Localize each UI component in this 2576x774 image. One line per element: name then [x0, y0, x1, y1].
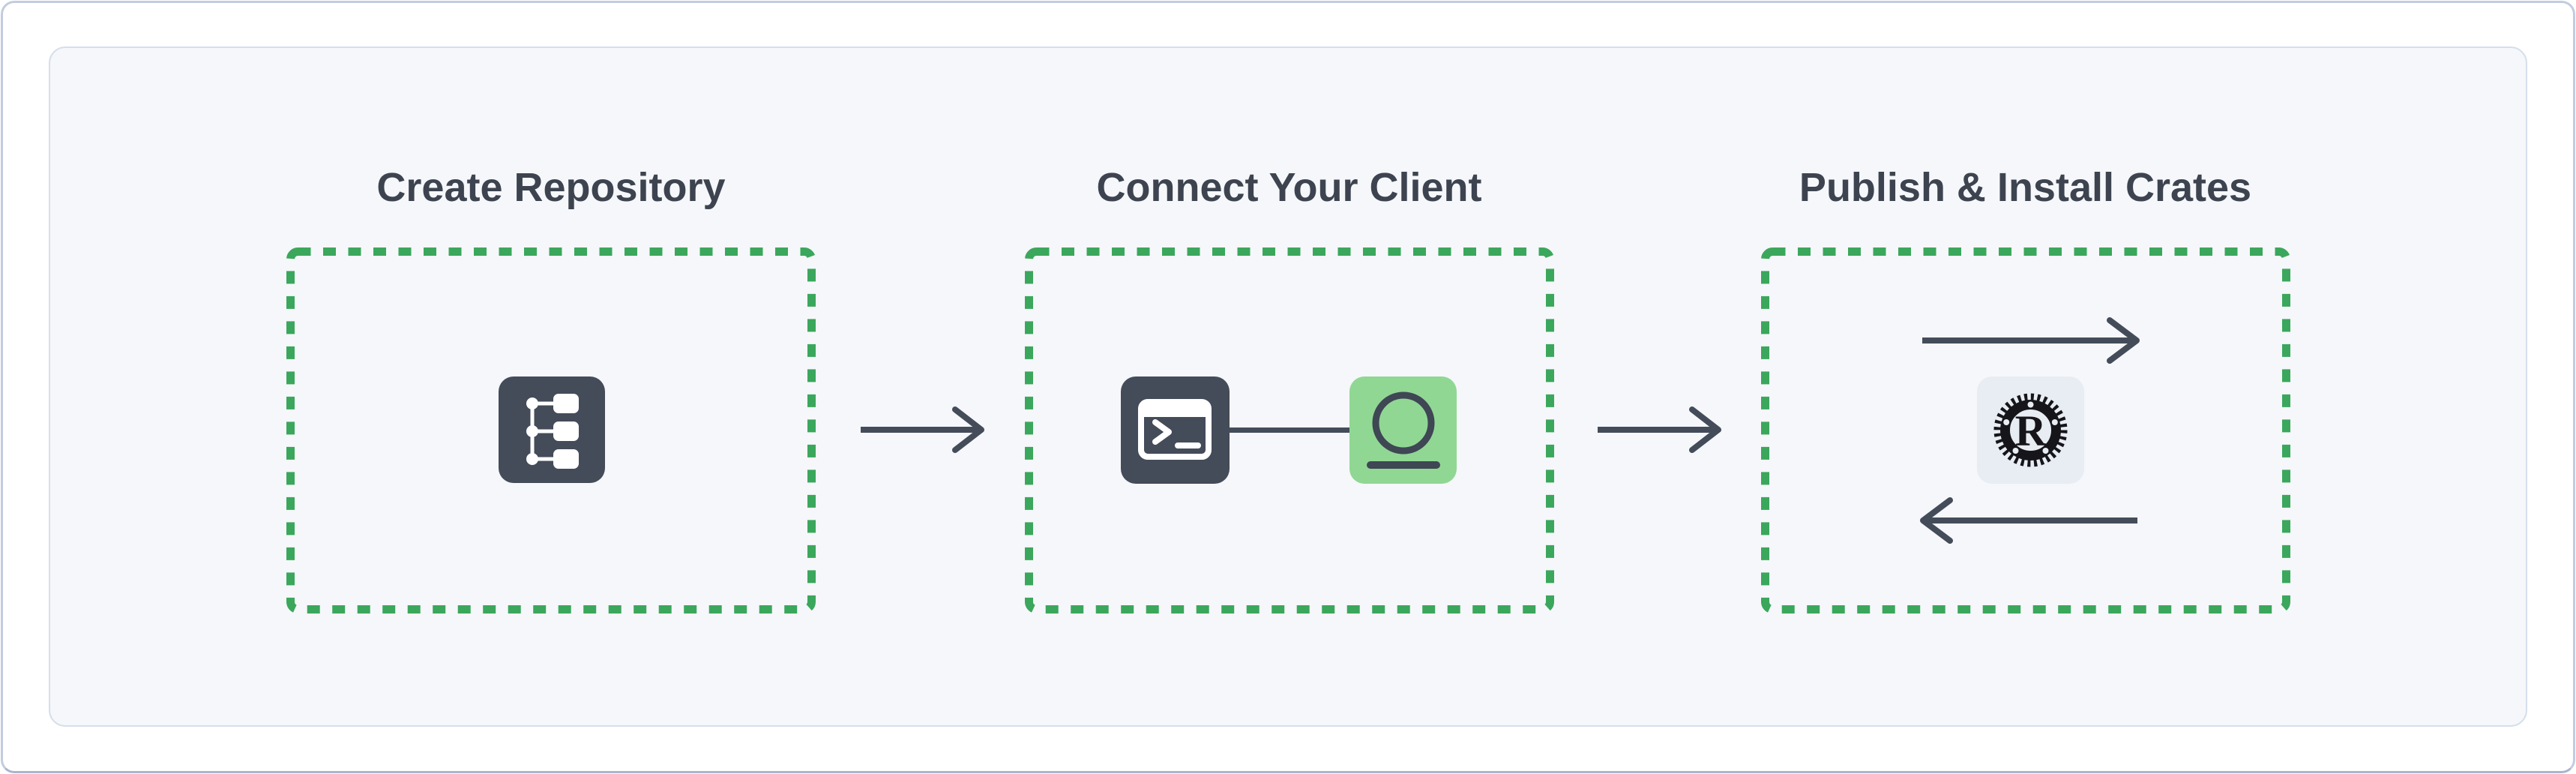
publish-arrow-right-icon: [1921, 314, 2142, 367]
dashed-box-create-repository: [286, 248, 816, 614]
rust-logo-glyph: R: [1993, 393, 2068, 467]
step-title-publish-install-crates: Publish & Install Crates: [1799, 165, 2252, 210]
rust-logo-icon: R: [1977, 376, 2084, 484]
client-endpoint-icon: [1349, 376, 1457, 484]
repository-tree-glyph: [526, 394, 579, 469]
terminal-glyph: [1138, 399, 1212, 460]
install-arrow-left-icon: [1918, 494, 2139, 547]
terminal-client-link-line: [1228, 428, 1351, 433]
step-title-connect-your-client: Connect Your Client: [1096, 165, 1482, 210]
flow-arrow-2-right-icon: [1596, 404, 1724, 456]
dashed-border: [286, 248, 816, 614]
step-title-create-repository: Create Repository: [376, 165, 726, 210]
dashed-box-connect-your-client: [1025, 248, 1554, 614]
dashed-border: [1761, 248, 2290, 614]
flow-arrow-1-right-icon: [859, 404, 987, 456]
client-endpoint-glyph: [1367, 392, 1440, 469]
repository-tree-icon: [499, 376, 605, 483]
dashed-box-publish-install-crates: [1761, 248, 2290, 614]
rust-letter: R: [2015, 406, 2047, 455]
dashed-border: [1025, 248, 1554, 614]
terminal-icon: [1121, 376, 1230, 484]
